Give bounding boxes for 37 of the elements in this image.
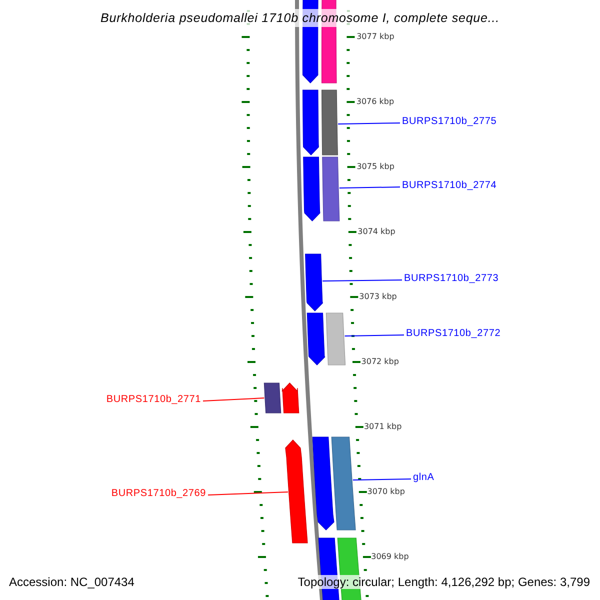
gene-label: BURPS1710b_2772 bbox=[406, 328, 501, 340]
accession-text: Accession: NC_007434 bbox=[9, 575, 134, 589]
scale-label: 3069 kbp bbox=[371, 552, 409, 562]
leader-line bbox=[352, 478, 412, 480]
gene-block bbox=[302, 90, 319, 156]
gene-block bbox=[285, 440, 308, 544]
gene-label: BURPS1710b_2775 bbox=[402, 116, 497, 128]
scale-label: 3073 kbp bbox=[359, 292, 397, 302]
gene-label: BURPS1710b_2771 bbox=[106, 394, 201, 406]
gene-label: BURPS1710b_2774 bbox=[402, 180, 497, 192]
gene-block bbox=[305, 254, 323, 312]
scale-label: 3070 kbp bbox=[367, 487, 405, 497]
gene-label: glnA bbox=[413, 472, 434, 484]
gene-block bbox=[312, 436, 334, 530]
gene-label: BURPS1710b_2769 bbox=[111, 488, 206, 500]
leader-line bbox=[338, 122, 400, 124]
leader-line bbox=[344, 334, 404, 336]
leader-line bbox=[202, 398, 265, 402]
scale-label: 3077 kbp bbox=[356, 32, 394, 42]
gene-block bbox=[322, 90, 338, 156]
gene-block bbox=[322, 156, 340, 222]
scale-label: 3076 kbp bbox=[356, 97, 394, 107]
gene-block bbox=[306, 312, 326, 366]
gene-label: BURPS1710b_2773 bbox=[404, 273, 499, 285]
scale-label: 3072 kbp bbox=[361, 357, 399, 367]
gene-block bbox=[326, 312, 346, 366]
scale-label: 3075 kbp bbox=[356, 162, 394, 172]
scale-label: 3071 kbp bbox=[364, 422, 402, 432]
topology-text: Topology: circular; Length: 4,126,292 bp; Genes: 3,799 bbox=[298, 575, 590, 589]
gene-block bbox=[264, 382, 282, 414]
leader-line bbox=[338, 186, 400, 188]
gene-block bbox=[282, 382, 300, 414]
gene-block bbox=[303, 156, 320, 222]
leader-line bbox=[208, 492, 289, 496]
scale-label: 3074 kbp bbox=[358, 227, 396, 237]
gene-block bbox=[331, 436, 356, 530]
leader-line bbox=[322, 280, 402, 282]
